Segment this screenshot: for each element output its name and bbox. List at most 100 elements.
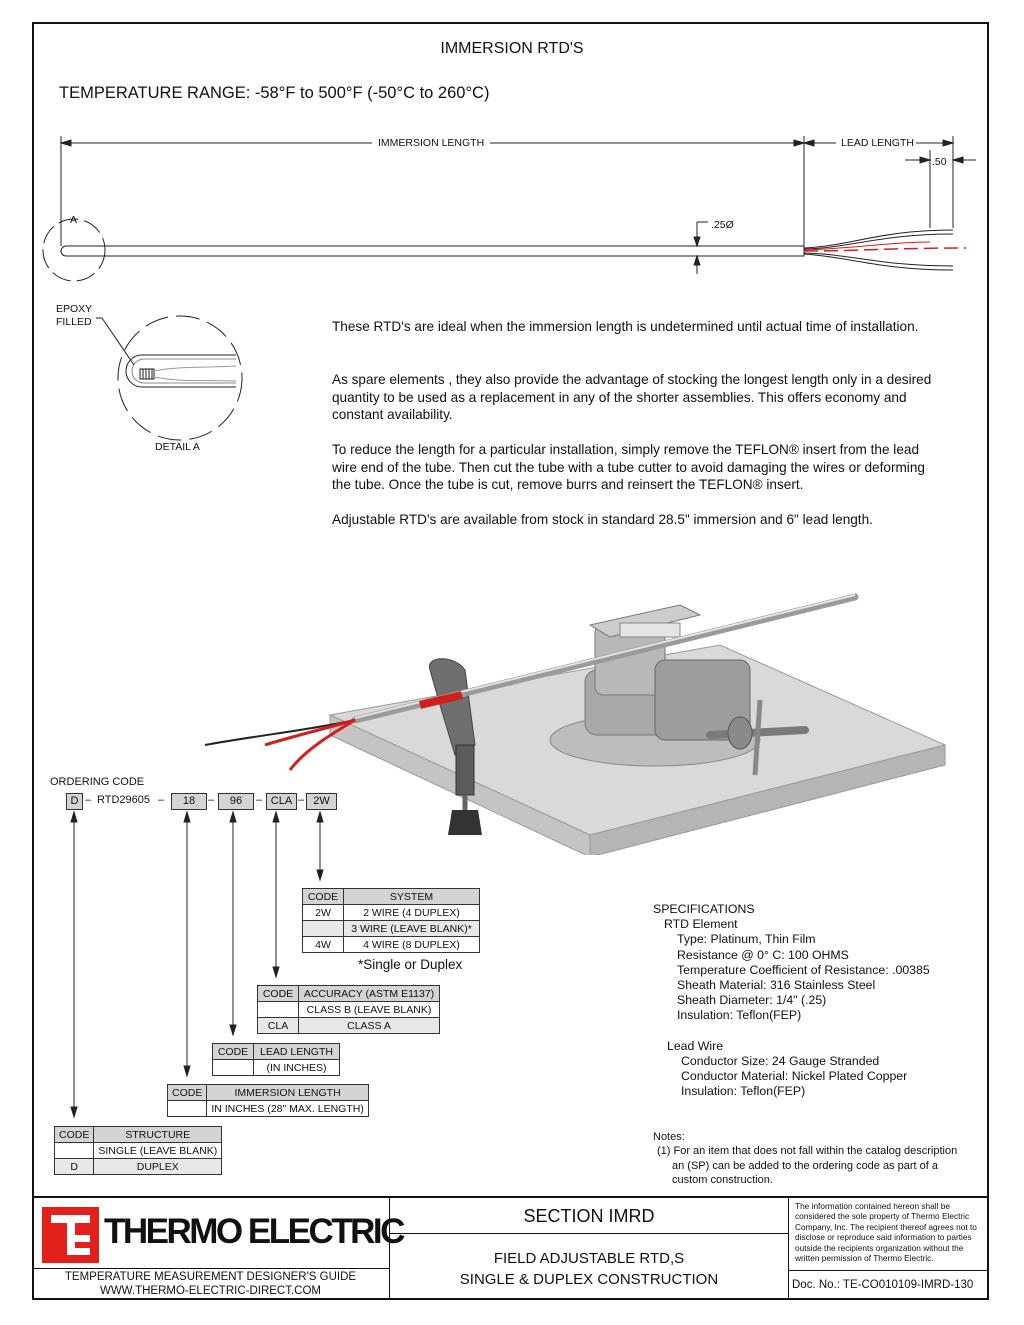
note-line: an (SP) can be added to the ordering cod… (672, 1159, 939, 1172)
drawing-frame (32, 22, 989, 1300)
table-cell (302, 920, 344, 937)
logo-wordmark: THERMO ELECTRIC (104, 1212, 405, 1251)
description-paragraph-3: To reduce the length for a particular in… (332, 442, 925, 492)
spec-line: Conductor Material: Nickel Plated Copper (681, 1069, 908, 1084)
subtitle-line-1: FIELD ADJUSTABLE RTD,S (493, 1250, 685, 1267)
code-lead: 96 (218, 793, 254, 810)
code-dash: – (208, 794, 215, 806)
table-cell (212, 1059, 254, 1076)
code-structure: D (66, 793, 83, 810)
doc-number: Doc. No.: TE-CO010109-IMRD-130 (792, 1279, 974, 1291)
detail-reference: A (70, 214, 78, 226)
note-line: custom construction. (672, 1173, 773, 1186)
diameter-dimension: .25Ø (711, 219, 734, 231)
specifications: SPECIFICATIONS RTD Element Type: Platinu… (653, 902, 930, 1099)
table-cell: (IN INCHES) (253, 1059, 340, 1076)
table-header: SYSTEM (343, 888, 480, 905)
notes-title: Notes: (653, 1131, 685, 1143)
section-title: SECTION IMRD (523, 1206, 655, 1226)
spec-line: Type: Platinum, Thin Film (677, 932, 816, 947)
description-paragraph-1: These RTD's are ideal when the immersion… (332, 319, 919, 334)
spec-line: Insulation: Teflon(FEP) (681, 1084, 806, 1099)
table-cell: CLA (257, 1017, 299, 1034)
table-header: CODE (166, 1084, 208, 1101)
specs-lead-title: Lead Wire (667, 1038, 724, 1053)
code-dash: – (298, 794, 305, 806)
description-paragraph-4: Adjustable RTD's are available from stoc… (332, 512, 873, 527)
guide-title: TEMPERATURE MEASUREMENT DESIGNER'S GUIDE (64, 1271, 357, 1283)
immersion-length-dimension: IMMERSION LENGTH (378, 137, 485, 149)
guide-cell: TEMPERATURE MEASUREMENT DESIGNER'S GUIDE… (32, 1268, 390, 1300)
legal-line: disclose or reproduce said information t… (795, 1232, 972, 1243)
legal-line: outside the recipients organization with… (795, 1242, 964, 1253)
ordering-code-title: ORDERING CODE (50, 776, 145, 788)
table-cell: D (53, 1158, 95, 1175)
code-accuracy: CLA (266, 793, 297, 810)
title-block: THERMO ELECTRIC TEMPERATURE MEASUREMENT … (32, 1196, 989, 1300)
logo-mark (42, 1207, 99, 1263)
doc-number-cell: Doc. No.: TE-CO010109-IMRD-130 (789, 1270, 987, 1300)
subtitle-cell: FIELD ADJUSTABLE RTD,S SINGLE & DUPLEX C… (390, 1234, 789, 1300)
table-header: CODE (257, 985, 299, 1002)
temperature-range: TEMPERATURE RANGE: -58°F to 500°F (-50°C… (59, 84, 490, 102)
table-header: IMMERSION LENGTH (206, 1084, 369, 1101)
code-dash: – (158, 794, 165, 806)
table-header: ACCURACY (ASTM E1137) (298, 985, 440, 1002)
table-cell (257, 1001, 299, 1018)
subtitle-line-2: SINGLE & DUPLEX CONSTRUCTION (459, 1271, 719, 1288)
spec-line: Sheath Diameter: 1/4" (.25) (677, 993, 827, 1008)
table-cell: DUPLEX (93, 1158, 223, 1175)
system-footnote: *Single or Duplex (358, 957, 463, 972)
specs-element-title: RTD Element (664, 917, 738, 932)
rtd-probe-drawing (42, 136, 976, 441)
code-dash: – (256, 794, 263, 806)
logo-cell: THERMO ELECTRIC (32, 1198, 405, 1268)
table-cell (53, 1142, 95, 1159)
legal-line: The information contained hereon shall b… (795, 1201, 950, 1211)
legal-line: considered the sole property of Thermo E… (795, 1211, 970, 1222)
table-cell: SINGLE (LEAVE BLANK) (93, 1142, 223, 1159)
table-cell: 2 WIRE (4 DUPLEX) (343, 904, 480, 921)
spec-line: Conductor Size: 24 Gauge Stranded (681, 1053, 880, 1068)
vise-illustration (204, 593, 947, 855)
legal-notice: The information contained hereon shall b… (795, 1201, 977, 1263)
page-title: IMMERSION RTD'S (440, 40, 584, 57)
table-cell: CLASS B (LEAVE BLANK) (298, 1001, 440, 1018)
table-cell: CLASS A (298, 1017, 440, 1034)
code-system: 2W (306, 793, 337, 810)
table-cell: 4W (302, 936, 344, 953)
specs-title: SPECIFICATIONS (653, 902, 755, 916)
table-cell: 2W (302, 904, 344, 921)
spec-line: Sheath Material: 316 Stainless Steel (677, 978, 876, 993)
code-dash: – (85, 794, 92, 806)
code-immersion: 18 (171, 793, 207, 810)
table-cell: 3 WIRE (LEAVE BLANK)* (343, 920, 480, 937)
notes: Notes: (1) For an item that does not fal… (653, 1130, 957, 1187)
lead-offset-dimension: .50 (932, 156, 947, 168)
spec-line: Insulation: Teflon(FEP) (677, 1008, 802, 1023)
detail-a-label: DETAIL A (155, 441, 200, 453)
website: WWW.THERMO-ELECTRIC-DIRECT.COM (99, 1284, 322, 1297)
description-paragraph-2: As spare elements , they also provide th… (332, 372, 932, 422)
table-header: CODE (212, 1043, 254, 1060)
table-cell (166, 1100, 208, 1117)
spec-line: Resistance @ 0° C: 100 OHMS (677, 947, 849, 962)
section-cell: SECTION IMRD (390, 1198, 789, 1234)
table-cell: IN INCHES (28" MAX. LENGTH) (206, 1100, 369, 1117)
table-header: CODE (302, 888, 344, 905)
ordering-arrows (70, 810, 324, 1119)
code-base: RTD29605 (97, 794, 150, 806)
table-cell: 4 WIRE (8 DUPLEX) (343, 936, 480, 953)
table-header: STRUCTURE (93, 1126, 223, 1143)
note-line: (1) For an item that does not fall withi… (657, 1145, 958, 1158)
table-header: CODE (53, 1126, 95, 1143)
epoxy-label: EPOXY (56, 303, 93, 315)
lead-length-dimension: LEAD LENGTH (841, 137, 914, 149)
spec-line: Temperature Coefficient of Resistance: .… (677, 962, 930, 977)
table-header: LEAD LENGTH (253, 1043, 340, 1060)
